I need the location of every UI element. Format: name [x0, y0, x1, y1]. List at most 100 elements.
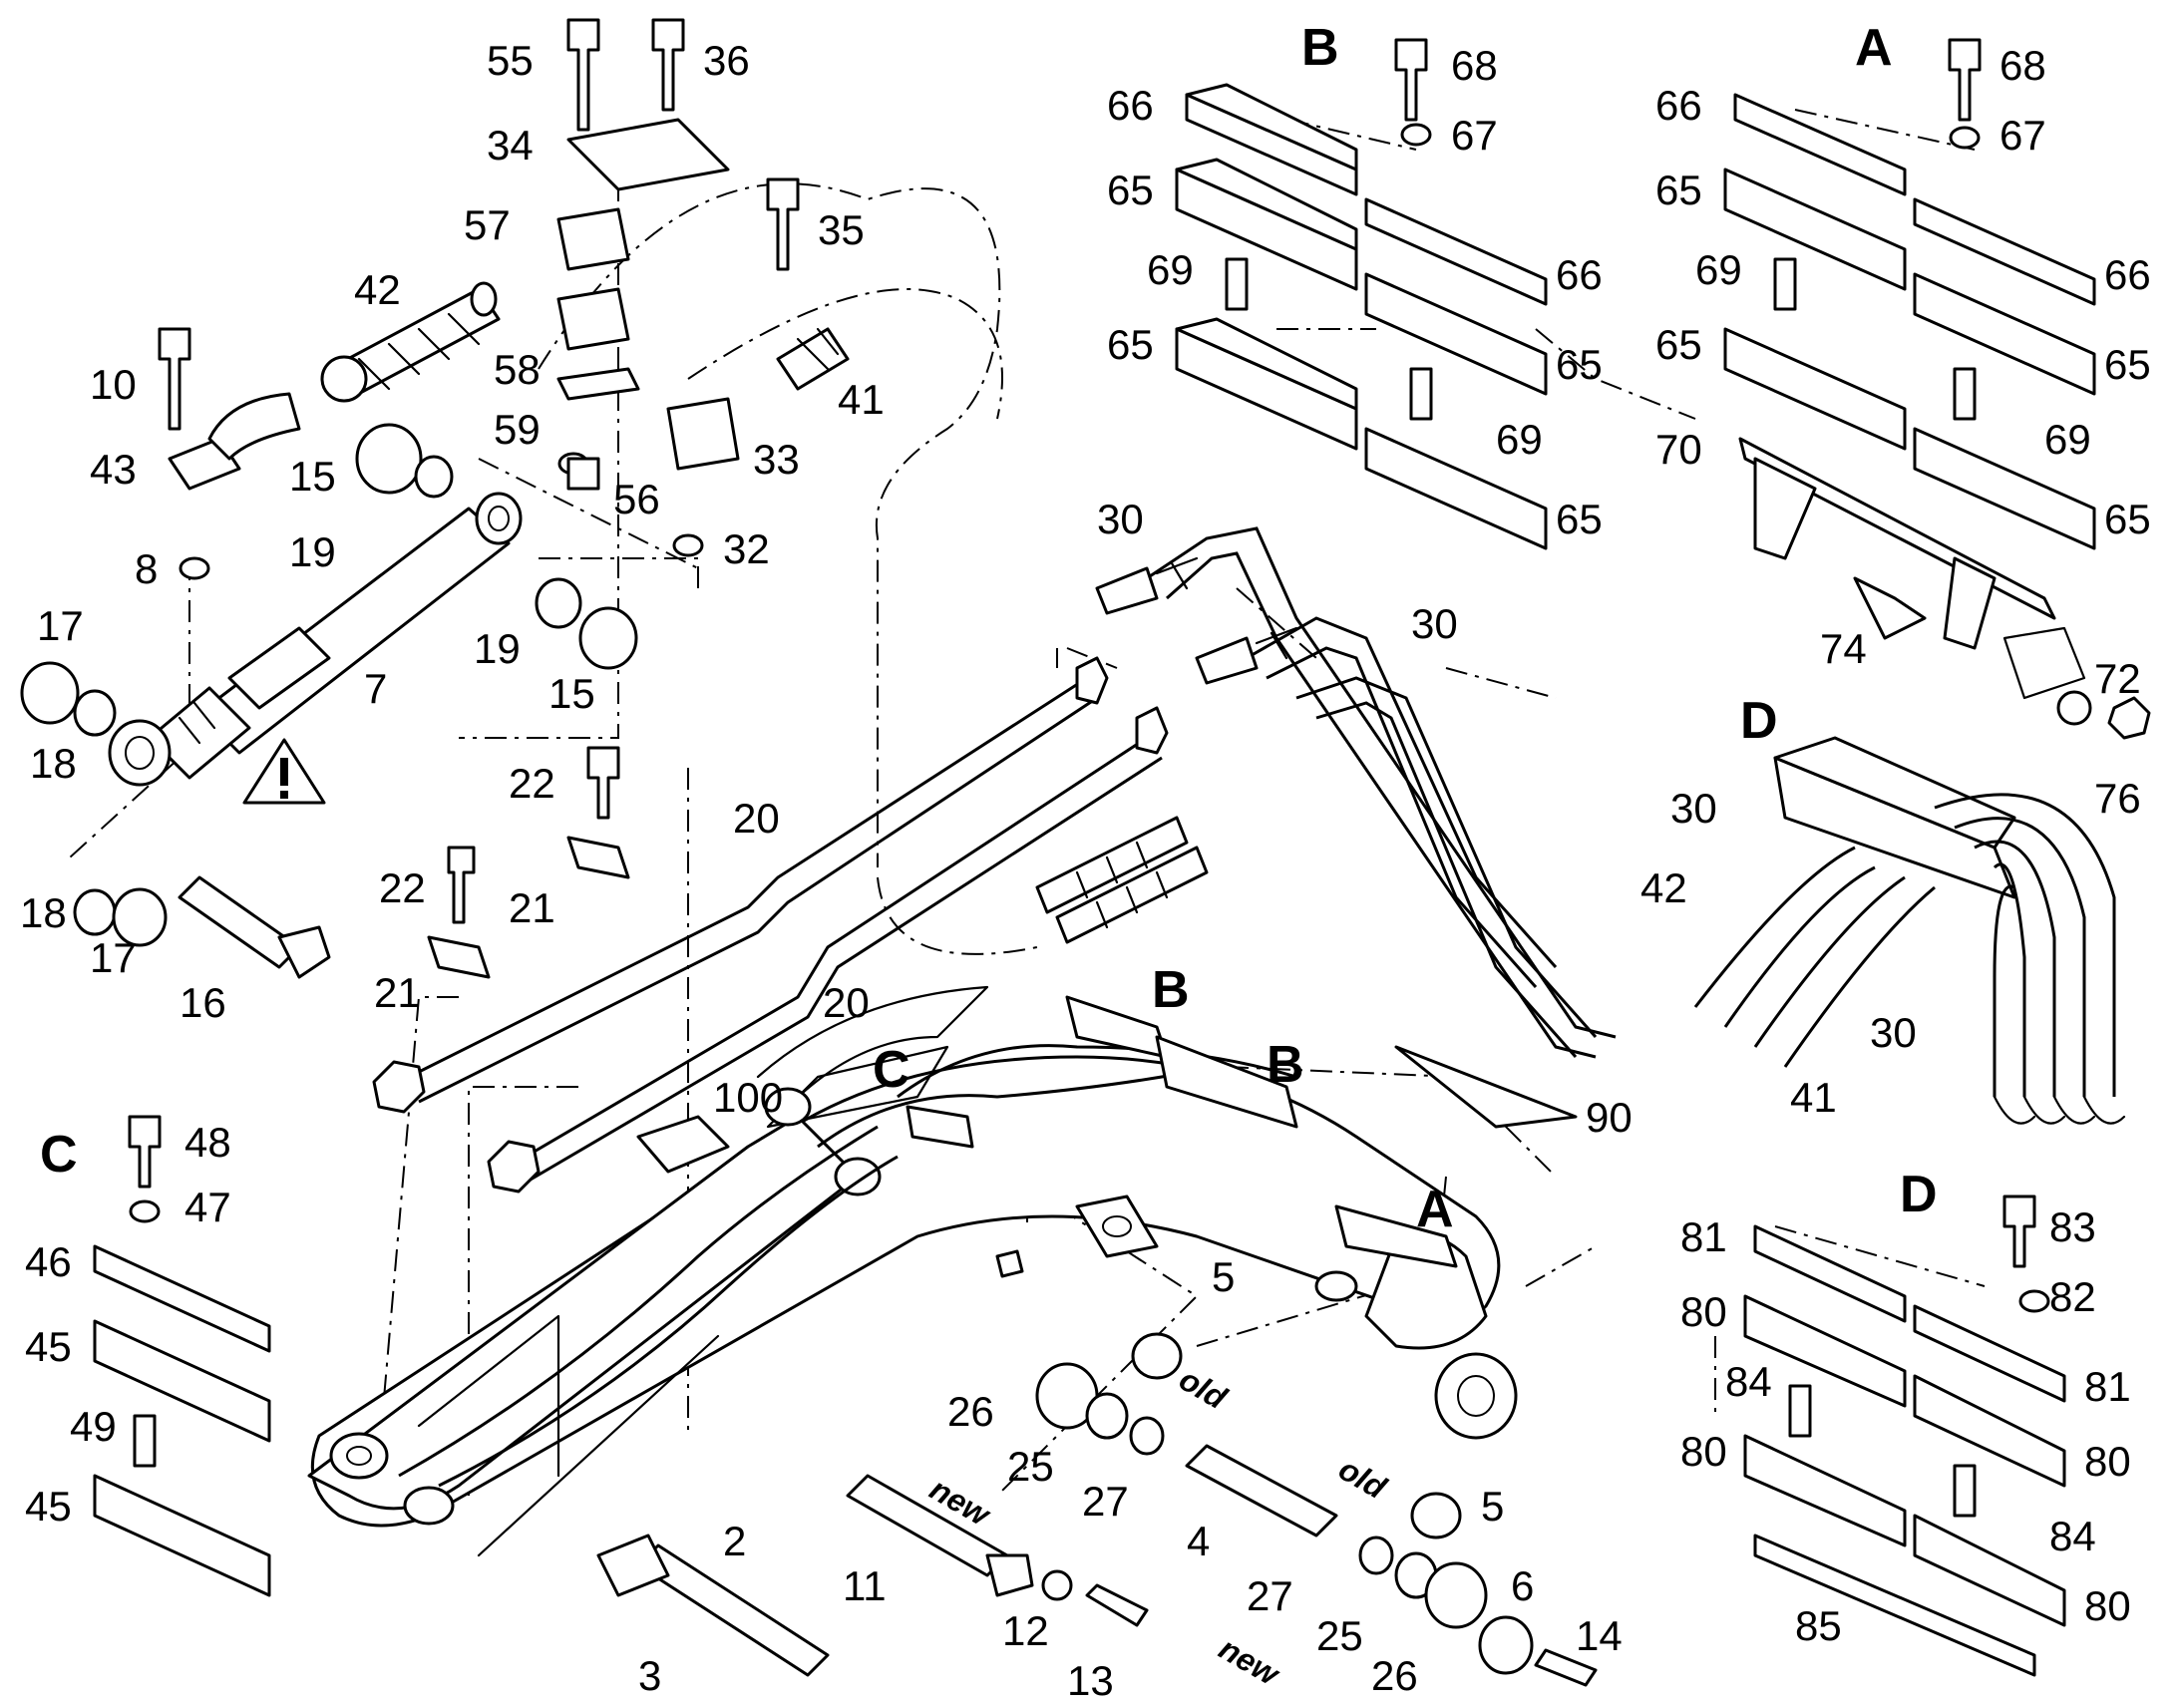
short-hoses — [1035, 816, 1209, 944]
label-21b: 21 — [374, 969, 421, 1016]
label-d80c: 80 — [2084, 1438, 2131, 1485]
label-58: 58 — [494, 346, 541, 393]
pad-hole — [1102, 1215, 1132, 1237]
label-a67: 67 — [1999, 112, 2046, 159]
bolts-top — [128, 18, 2036, 1268]
junction-box — [636, 1115, 730, 1174]
label-b66a: 66 — [1107, 82, 1154, 129]
label-2: 2 — [723, 1518, 746, 1564]
label-10: 10 — [90, 361, 137, 408]
label-55: 55 — [487, 37, 534, 84]
label-14: 14 — [1576, 1612, 1623, 1659]
note-new-2: new — [1214, 1630, 1287, 1693]
label-30c: 30 — [1670, 785, 1717, 832]
label-a68: 68 — [1999, 42, 2046, 89]
section-a-arm: A — [1416, 1181, 1454, 1238]
label-26a: 26 — [947, 1388, 994, 1435]
label-d80a: 80 — [1680, 1288, 1727, 1335]
label-26b: 26 — [1371, 1652, 1418, 1699]
label-15b: 15 — [548, 670, 595, 717]
label-90: 90 — [1586, 1094, 1633, 1141]
label-41: 41 — [838, 376, 885, 423]
label-b65d: 65 — [1556, 496, 1603, 542]
label-a74: 74 — [1820, 625, 1867, 672]
tube-20 — [372, 656, 1169, 1194]
label-41b: 41 — [1790, 1074, 1837, 1121]
label-57: 57 — [464, 201, 511, 248]
label-19b: 19 — [474, 625, 521, 672]
label-30a: 30 — [1097, 496, 1144, 542]
bolt-14 — [1534, 1648, 1598, 1687]
label-35: 35 — [818, 206, 865, 253]
cable-harness — [398, 1044, 1297, 1488]
clamp-stack-c — [93, 1244, 271, 1597]
hose-42 — [320, 281, 501, 403]
label-a72: 72 — [2094, 655, 2141, 702]
label-20b: 20 — [823, 979, 870, 1026]
label-b65a: 65 — [1107, 167, 1154, 213]
label-13: 13 — [1067, 1657, 1114, 1704]
label-d84a: 84 — [1725, 1358, 1772, 1405]
label-47: 47 — [184, 1184, 231, 1230]
label-3: 3 — [638, 1652, 661, 1699]
pin-4 — [1185, 1444, 1338, 1537]
label-8: 8 — [135, 545, 158, 592]
label-d80b: 80 — [1680, 1428, 1727, 1475]
section-a-top: A — [1855, 19, 1893, 77]
label-42: 42 — [354, 266, 401, 313]
section-b-top: B — [1301, 19, 1339, 77]
label-4: 4 — [1187, 1518, 1210, 1564]
label-b65b: 65 — [1107, 321, 1154, 368]
label-15a: 15 — [289, 453, 336, 500]
label-22b: 22 — [379, 864, 426, 911]
label-32: 32 — [723, 525, 770, 572]
section-d-bottom: D — [1900, 1166, 1938, 1223]
label-b66b: 66 — [1556, 251, 1603, 298]
label-17b: 17 — [90, 934, 137, 981]
clamp-stack-a — [1723, 93, 2151, 740]
label-6: 6 — [1511, 1562, 1534, 1609]
section-d-mid: D — [1740, 692, 1778, 750]
d-clamp-assembly — [1693, 736, 2126, 1125]
label-d82: 82 — [2049, 1273, 2096, 1320]
label-a70: 70 — [1655, 426, 1702, 473]
label-43: 43 — [90, 446, 137, 493]
bushings — [20, 123, 2088, 1675]
hydraulic-fitting-43 — [168, 392, 301, 491]
label-49: 49 — [70, 1403, 117, 1450]
label-b69b: 69 — [1496, 416, 1543, 463]
section-c-left: C — [40, 1126, 78, 1184]
label-d83: 83 — [2049, 1203, 2096, 1250]
boom-arm — [307, 985, 1518, 1557]
clamp-stack-d — [1743, 1224, 2066, 1677]
section-b-arm1: B — [1152, 961, 1190, 1019]
label-5a: 5 — [1212, 1253, 1235, 1300]
label-11: 11 — [843, 1562, 887, 1609]
note-old-1: old — [1174, 1361, 1235, 1417]
label-d81b: 81 — [2084, 1363, 2131, 1410]
label-25b: 25 — [1316, 1612, 1363, 1659]
label-b67: 67 — [1451, 112, 1498, 159]
label-17a: 17 — [37, 602, 84, 649]
label-d80d: 80 — [2084, 1582, 2131, 1629]
label-7: 7 — [364, 665, 387, 712]
label-27a: 27 — [1082, 1478, 1129, 1525]
label-27b: 27 — [1247, 1572, 1293, 1619]
label-46: 46 — [25, 1238, 72, 1285]
label-30b: 30 — [1411, 600, 1458, 647]
label-42b: 42 — [1640, 864, 1687, 911]
label-b69a: 69 — [1147, 246, 1194, 293]
label-12: 12 — [1002, 1607, 1049, 1654]
label-56: 56 — [613, 476, 660, 522]
label-18a: 18 — [30, 740, 77, 787]
pin-3 — [596, 1534, 830, 1677]
label-30d: 30 — [1870, 1009, 1917, 1056]
label-b68: 68 — [1451, 42, 1498, 89]
label-a65d: 65 — [2104, 496, 2151, 542]
label-a69a: 69 — [1695, 246, 1742, 293]
label-100: 100 — [713, 1074, 783, 1121]
warning-triangle-icon — [242, 738, 326, 805]
section-b-arm2: B — [1267, 1036, 1304, 1094]
label-a76: 76 — [2094, 775, 2141, 822]
